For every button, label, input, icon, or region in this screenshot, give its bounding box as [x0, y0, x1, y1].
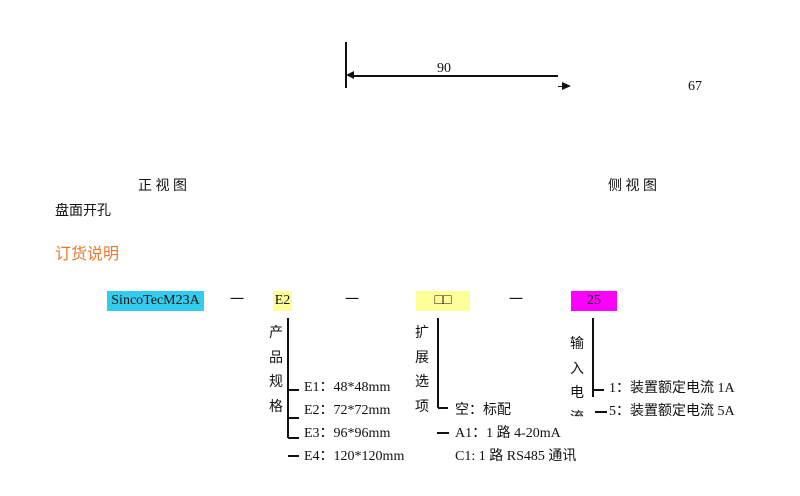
tick: [288, 437, 299, 439]
current-caption: 输入电流: [570, 337, 584, 417]
size-caption: 产品规格: [269, 326, 283, 415]
expansion-option: 空：标配: [455, 403, 511, 418]
tick: [288, 455, 299, 457]
arrowhead-left-icon: [346, 71, 354, 79]
tick: [593, 389, 604, 391]
size-option: E4：120*120mm: [304, 449, 405, 464]
tick: [595, 411, 607, 413]
dimension-line: [350, 75, 558, 77]
expansion-option: A1：1 路 4-20mA: [455, 426, 561, 441]
size-code-box: E2: [273, 291, 292, 311]
current-option: 1：装置额定电流 1A: [609, 381, 735, 396]
width-dimension: 90: [437, 61, 451, 76]
panel-cutout-label: 盘面开孔: [55, 204, 111, 219]
separator-dash: 一: [230, 293, 244, 308]
side-view-label: 侧 视 图: [608, 179, 657, 194]
side-dimension: 67: [688, 79, 702, 94]
tick: [288, 417, 299, 419]
ordering-heading: 订货说明: [55, 246, 120, 263]
tick: [438, 407, 448, 409]
tick: [288, 389, 299, 391]
separator-dash: 一: [509, 293, 523, 308]
size-option: E2：72*72mm: [304, 403, 391, 418]
dimension-extension-line: [345, 42, 347, 88]
arrow-stub: [558, 86, 563, 87]
current-option: 5：装置额定电流 5A: [609, 404, 735, 419]
size-branch-line: [287, 318, 289, 438]
current-branch-line: [592, 318, 594, 397]
expansion-code-box: □□: [416, 291, 470, 311]
arrowhead-right-icon: [562, 82, 571, 90]
separator-dash: 一: [345, 293, 359, 308]
tick: [437, 432, 449, 434]
size-option: E3：96*96mm: [304, 426, 391, 441]
size-option: E1：48*48mm: [304, 380, 391, 395]
expansion-option: C1: 1 路 RS485 通讯: [455, 449, 577, 464]
expansion-branch-line: [437, 318, 439, 408]
expansion-caption: 扩展选项: [415, 326, 429, 415]
front-view-label: 正 视 图: [138, 179, 187, 194]
model-code-box: SincoTecM23A: [107, 291, 204, 311]
current-code-box: 25: [571, 291, 617, 311]
